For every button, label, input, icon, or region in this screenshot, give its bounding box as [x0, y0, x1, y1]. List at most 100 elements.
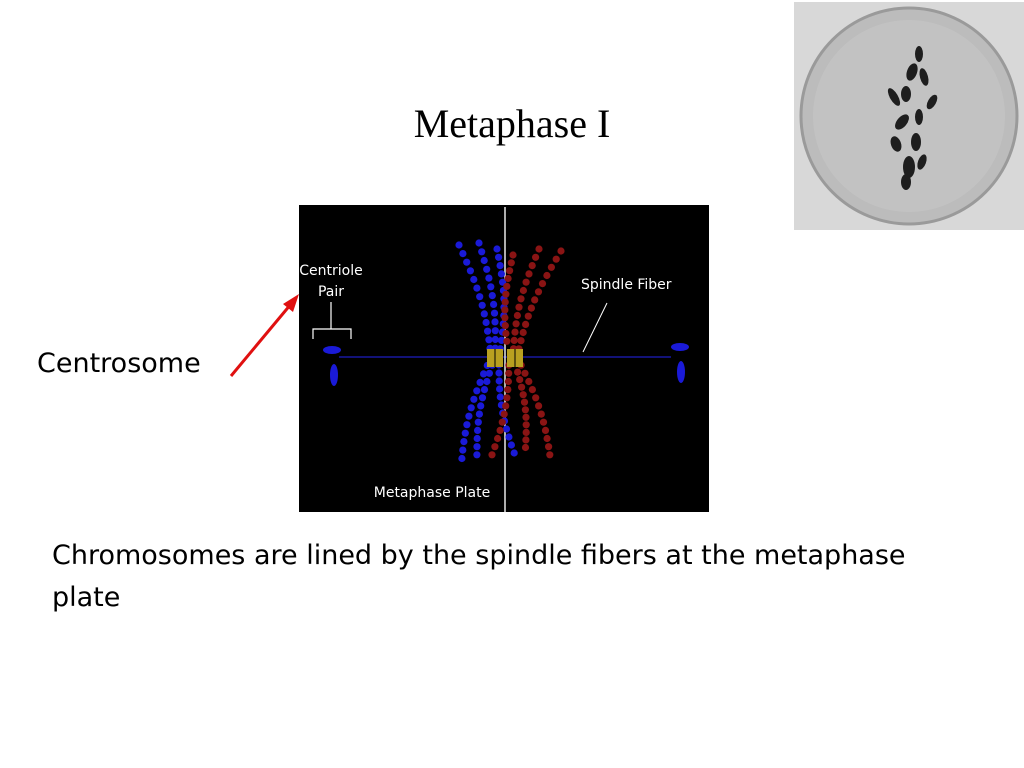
- fiber-bead: [502, 329, 510, 338]
- fiber-bead: [495, 377, 503, 385]
- fiber-bead: [539, 418, 548, 426]
- fiber-bead: [521, 443, 530, 452]
- fiber-bead: [519, 391, 527, 399]
- centriole-label-line2: Pair: [318, 284, 344, 300]
- fiber-bead: [532, 394, 540, 402]
- fiber-bead: [543, 434, 551, 443]
- fiber-bead: [488, 451, 496, 459]
- fiber-bead: [537, 410, 545, 418]
- fiber-bead: [491, 327, 499, 335]
- fiber-bead: [495, 253, 503, 261]
- fiber-bead: [490, 300, 498, 308]
- fiber-bead: [461, 429, 469, 437]
- fiber-bead: [518, 383, 526, 391]
- fiber-bead: [473, 434, 481, 443]
- metaphase-diagram: Centriole Pair Spindle Fiber Metaphase P…: [299, 205, 709, 512]
- fiber-bead: [521, 369, 529, 377]
- centrosome-label: Centrosome: [37, 348, 201, 379]
- fiber-bead: [501, 322, 509, 330]
- fiber-bead: [519, 328, 527, 337]
- fiber-bead: [524, 312, 532, 320]
- fiber-bead: [501, 314, 509, 322]
- fiber-bead: [516, 376, 524, 384]
- fiber-bead: [465, 412, 473, 420]
- fiber-bead: [527, 304, 535, 312]
- fiber-bead: [522, 436, 530, 444]
- fiber-bead: [504, 377, 512, 386]
- fiber-bead: [502, 402, 510, 410]
- fiber-bead: [504, 274, 512, 283]
- fiber-bead: [525, 377, 533, 386]
- fiber-bead: [488, 292, 496, 300]
- fiber-bead: [496, 426, 504, 434]
- fiber-bead: [482, 318, 490, 327]
- centriole-label-line1: Centriole: [299, 263, 362, 279]
- fiber-bead: [546, 451, 554, 459]
- fiber-bead: [491, 318, 499, 326]
- fiber-bead: [466, 267, 474, 275]
- fiber-bead: [547, 263, 555, 271]
- fiber-bead: [475, 410, 483, 418]
- fiber-bead: [534, 288, 543, 296]
- fiber-bead: [532, 253, 540, 261]
- fiber-bead: [502, 425, 511, 433]
- fiber-bead: [483, 377, 491, 386]
- fiber-bead: [519, 286, 527, 295]
- spindle-fiber-label: Spindle Fiber: [581, 277, 672, 293]
- fiber-bead: [459, 250, 467, 258]
- fiber-bead: [470, 395, 478, 403]
- fiber-bead: [505, 369, 513, 377]
- fiber-bead: [476, 293, 484, 301]
- fiber-bead: [491, 443, 499, 451]
- slide-title: Metaphase I: [413, 101, 611, 146]
- fiber-bead: [543, 271, 551, 280]
- fiber-bead: [475, 239, 483, 247]
- fiber-bead: [545, 443, 553, 451]
- fiber-bead: [503, 337, 511, 345]
- fiber-bead: [512, 320, 520, 328]
- fiber-bead: [507, 441, 515, 449]
- fiber-bead: [496, 262, 504, 270]
- fiber-bead: [522, 421, 530, 429]
- centriole-bracket: [312, 302, 352, 339]
- fiber-bead: [470, 275, 478, 284]
- fiber-bead: [538, 280, 547, 288]
- fiber-bead: [509, 251, 517, 259]
- fiber-bead: [525, 270, 533, 278]
- fiber-bead: [458, 454, 466, 463]
- red-arrow: [229, 294, 299, 377]
- fiber-bead: [522, 413, 530, 421]
- fiber-bead: [506, 267, 514, 275]
- fiber-bead: [552, 255, 560, 263]
- fiber-bead: [476, 378, 484, 386]
- fiber-bead: [517, 295, 525, 303]
- fiber-bead: [494, 434, 502, 443]
- fiber-bead: [455, 241, 463, 249]
- fiber-bead: [502, 290, 510, 298]
- fiber-bead: [522, 320, 530, 328]
- fiber-bead: [557, 247, 565, 255]
- fiber-bead: [459, 446, 467, 454]
- fiber-bead: [515, 303, 523, 311]
- fiber-bead: [480, 256, 488, 265]
- fiber-bead: [478, 394, 487, 402]
- centriole-pair-right: [671, 343, 689, 383]
- fiber-bead: [463, 258, 471, 266]
- spindle-fibers: [455, 239, 565, 463]
- fiber-bead: [503, 282, 511, 290]
- fiber-bead: [497, 336, 506, 344]
- fiber-bead: [474, 418, 482, 426]
- fiber-bead: [505, 433, 513, 441]
- fiber-bead: [485, 369, 493, 377]
- fiber-bead: [528, 386, 536, 394]
- fiber-bead: [510, 336, 518, 344]
- fiber-bead: [493, 245, 501, 253]
- fiber-bead: [491, 335, 499, 344]
- fiber-bead: [485, 274, 493, 282]
- fiber-bead: [541, 426, 550, 434]
- fiber-bead: [498, 418, 506, 426]
- fiber-bead: [473, 284, 481, 292]
- fiber-bead: [477, 402, 485, 410]
- fiber-bead: [463, 421, 471, 429]
- fiber-bead: [478, 301, 486, 309]
